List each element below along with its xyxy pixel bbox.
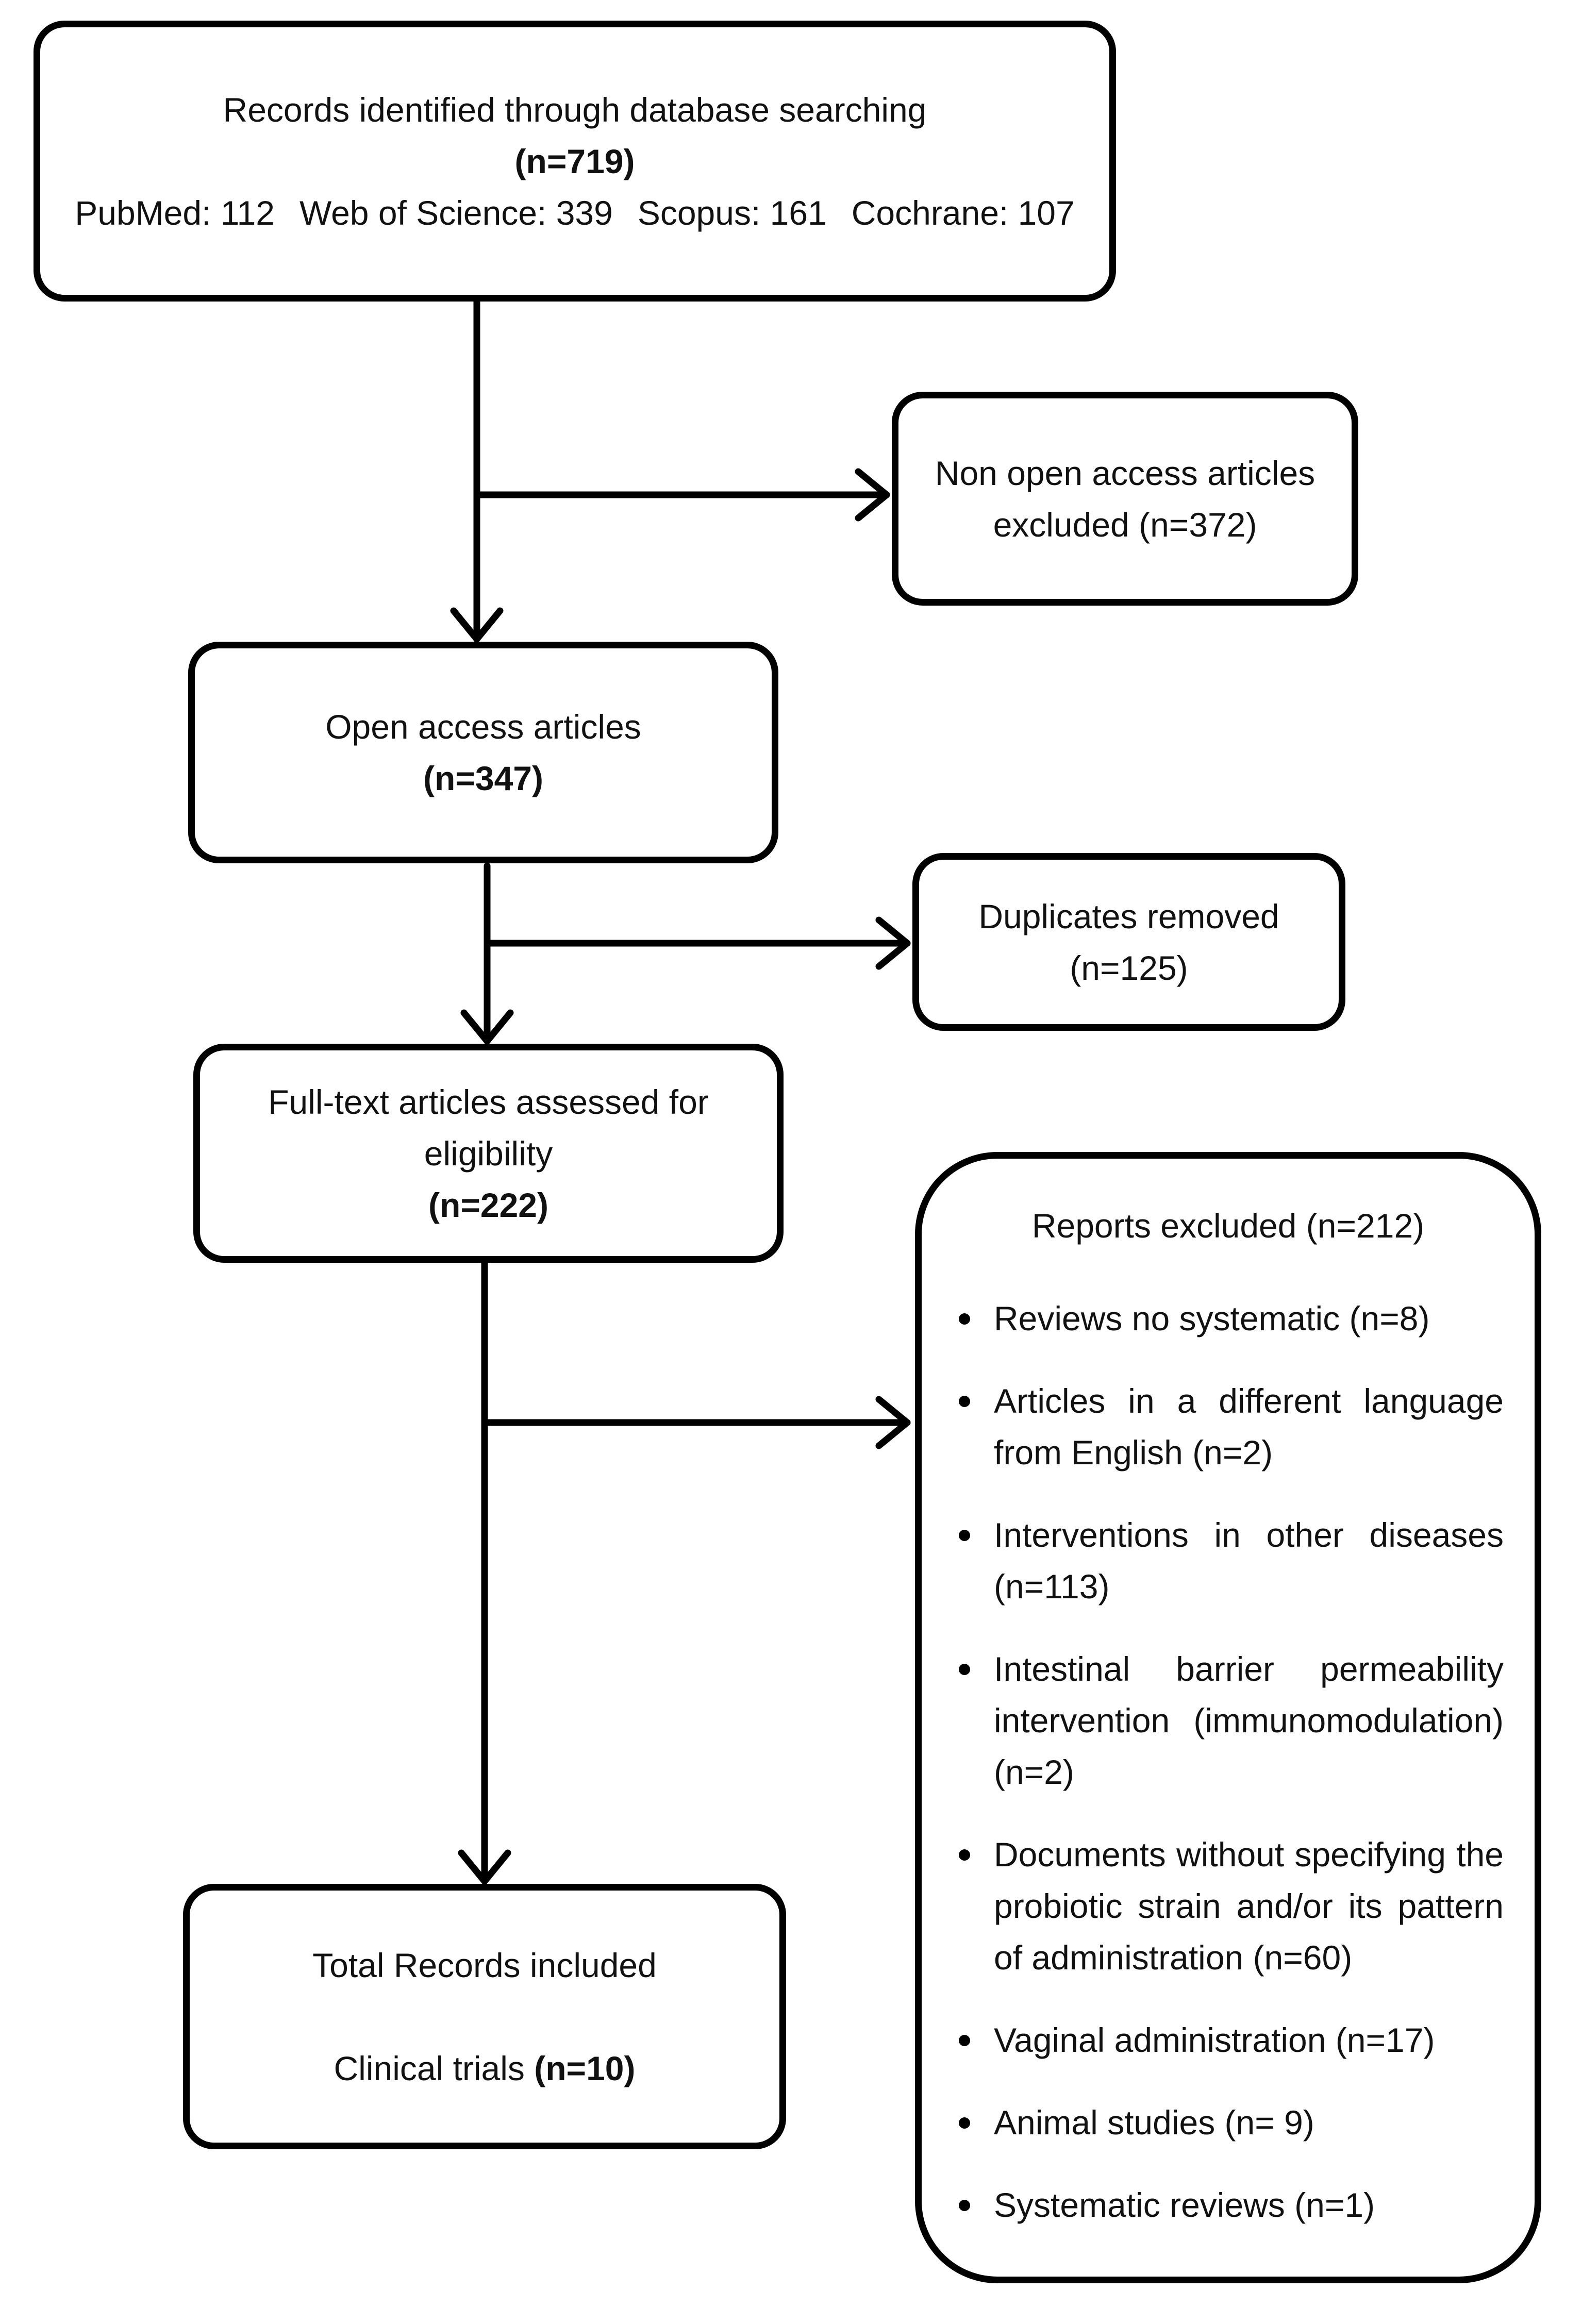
full-text-count: (n=222) <box>428 1185 548 1224</box>
source-pubmed: PubMed: 112 <box>75 193 275 232</box>
exclusion-reason: Intestinal barrier permeability interven… <box>953 1643 1504 1798</box>
duplicates-removed-box: Duplicates removed (n=125) <box>912 853 1345 1031</box>
source-scopus: Scopus: 161 <box>637 193 827 232</box>
exclusion-reasons-list: Reviews no systematic (n=8) Articles in … <box>953 1293 1504 2262</box>
duplicates-line2: (n=125) <box>1070 948 1188 987</box>
exclusion-reason: Reviews no systematic (n=8) <box>953 1293 1504 1344</box>
records-identified-count: (n=719) <box>514 142 635 180</box>
arrowhead-non-open-excluded <box>855 468 890 522</box>
exclusion-reason: Articles in a different language from En… <box>953 1375 1504 1478</box>
duplicates-line1: Duplicates removed <box>978 897 1279 935</box>
full-text-assessed-box: Full-text articles assessed for eligibil… <box>193 1044 784 1263</box>
records-identified-box: Records identified through database sear… <box>34 21 1116 302</box>
exclusion-reason: Systematic reviews (n=1) <box>953 2179 1504 2231</box>
reports-excluded-box: Reports excluded (n=212) Reviews no syst… <box>915 1152 1541 2283</box>
arrowhead-reports-excluded <box>875 1396 911 1449</box>
arrowhead-full-text <box>460 1009 514 1045</box>
database-sources: PubMed: 112 Web of Science: 339 Scopus: … <box>75 187 1074 239</box>
open-access-title: Open access articles <box>325 708 641 746</box>
full-text-line1: Full-text articles assessed for <box>268 1082 709 1121</box>
exclusion-reason: Vaginal administration (n=17) <box>953 2014 1504 2066</box>
open-access-articles-box: Open access articles (n=347) <box>188 642 778 863</box>
reports-excluded-title: Reports excluded (n=212) <box>1031 1207 1425 1245</box>
open-access-count: (n=347) <box>423 759 543 797</box>
exclusion-reason: Interventions in other diseases (n=113) <box>953 1509 1504 1612</box>
arrowhead-included <box>458 1849 511 1885</box>
clinical-trials-line: Clinical trials (n=10) <box>334 2043 636 2094</box>
full-text-line2: eligibility <box>424 1134 553 1173</box>
records-identified-title: Records identified through database sear… <box>223 90 927 129</box>
exclusion-reason: Documents without specifying the probiot… <box>953 1829 1504 1983</box>
total-records-included-box: Total Records included Clinical trials (… <box>183 1884 786 2149</box>
source-web-of-science: Web of Science: 339 <box>299 193 613 232</box>
source-cochrane: Cochrane: 107 <box>851 193 1075 232</box>
exclusion-reason: Animal studies (n= 9) <box>953 2097 1504 2148</box>
non-open-line2: excluded (n=372) <box>993 505 1257 544</box>
clinical-trials-count: (n=10) <box>534 2049 636 2087</box>
clinical-trials-label: Clinical trials <box>334 2049 535 2087</box>
arrowhead-duplicates <box>875 916 911 970</box>
non-open-access-excluded-box: Non open access articles excluded (n=372… <box>892 392 1358 606</box>
included-title: Total Records included <box>312 1946 657 1984</box>
non-open-line1: Non open access articles <box>935 454 1315 492</box>
arrowhead-open-access <box>450 607 504 643</box>
